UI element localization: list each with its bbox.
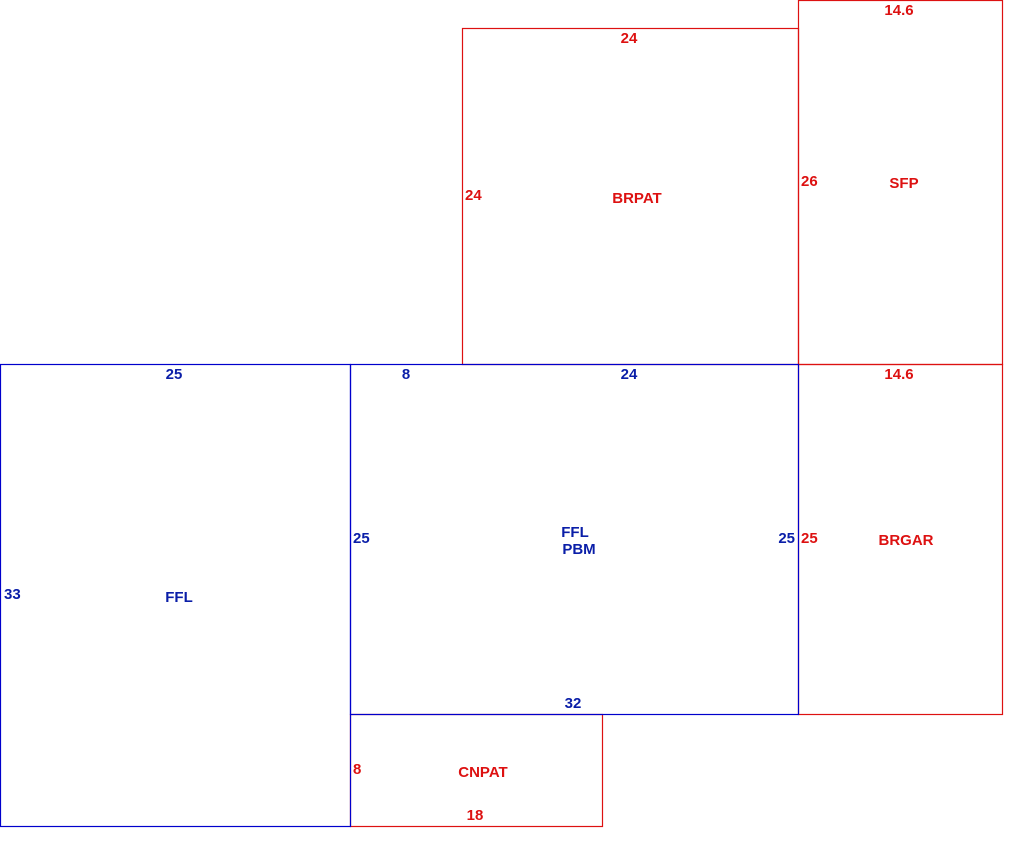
brgar-label: BRGAR — [879, 532, 934, 549]
ffl-pbm-top-dimension-b: 24 — [621, 366, 638, 383]
ffl-pbm-right-dimension: 25 — [778, 530, 795, 547]
brgar-top-dimension: 14.6 — [884, 366, 913, 383]
ffl-pbm-bottom-dimension: 32 — [565, 695, 582, 712]
brpat-label: BRPAT — [612, 190, 661, 207]
sfp-top-dimension: 14.6 — [884, 2, 913, 19]
cnpat-bottom-dimension: 18 — [467, 807, 484, 824]
brgar-left-dimension: 25 — [801, 530, 818, 547]
brpat-left-dimension: 24 — [465, 187, 482, 204]
sfp-label: SFP — [889, 175, 918, 192]
ffl-pbm-left-dimension: 25 — [353, 530, 370, 547]
ffl-pbm-label-line1: FFL — [561, 524, 589, 541]
sfp-left-dimension: 26 — [801, 173, 818, 190]
ffl-left-label: FFL — [165, 589, 193, 606]
ffl-pbm-top-dimension-a: 8 — [402, 366, 410, 383]
cnpat-left-dimension: 8 — [353, 761, 361, 778]
ffl-left-side-dimension: 33 — [4, 586, 21, 603]
ffl-left-top-dimension: 25 — [166, 366, 183, 383]
brpat-top-dimension: 24 — [621, 30, 638, 47]
ffl-pbm-outline — [349, 363, 800, 716]
cnpat-label: CNPAT — [458, 764, 507, 781]
ffl-pbm-label-line2: PBM — [562, 541, 595, 558]
